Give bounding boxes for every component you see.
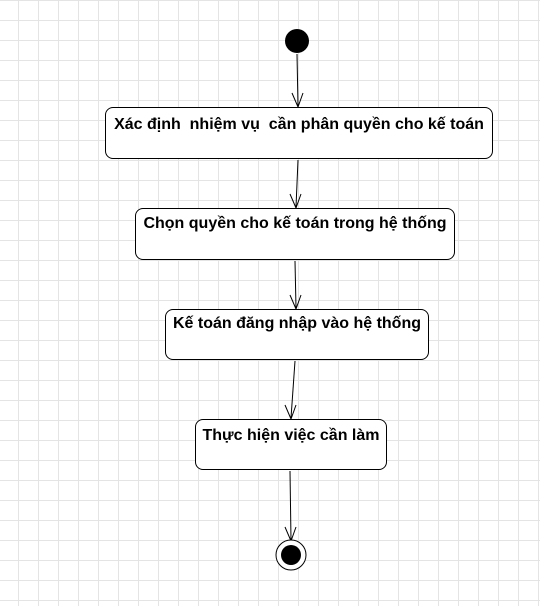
action-node-define-tasks[interactable]: Xác định nhiệm vụ cần phân quyền cho kế …: [105, 107, 493, 159]
action-node-select-permissions[interactable]: Chọn quyền cho kế toán trong hệ thống: [135, 208, 455, 260]
flow-start-to-action-1: [291, 53, 304, 109]
flow-action-3-to-action-4: [284, 360, 297, 421]
initial-node[interactable]: [285, 29, 309, 53]
flow-action-1-to-action-2: [289, 159, 302, 210]
flow-action-4-to-final: [284, 470, 297, 543]
action-node-perform-work[interactable]: Thực hiện việc cần làm: [195, 419, 387, 470]
flow-action-2-to-action-3: [289, 260, 302, 311]
final-node[interactable]: [275, 539, 307, 571]
action-node-accountant-login[interactable]: Kế toán đăng nhập vào hệ thống: [165, 309, 429, 360]
